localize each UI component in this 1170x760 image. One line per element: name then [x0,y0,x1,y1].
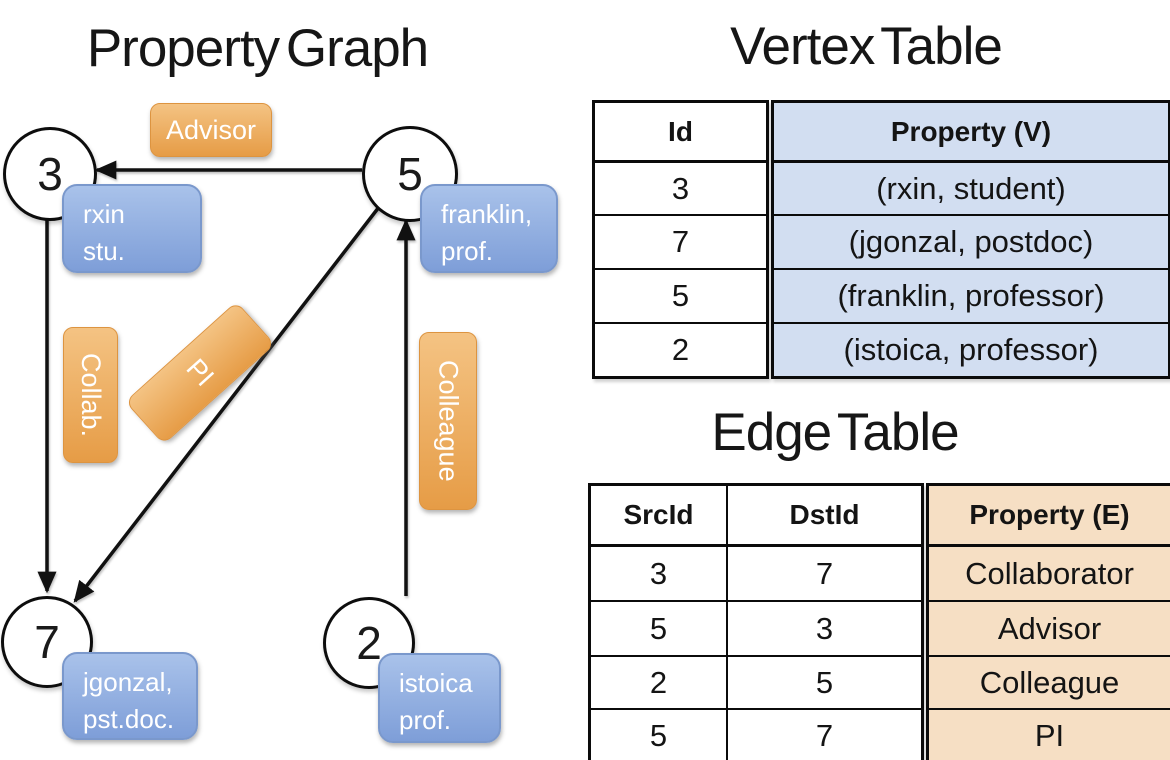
table-cell: Advisor [929,600,1170,655]
table-header-cell: Id [668,115,693,147]
property-graph-title: Property Graph [86,19,429,78]
vertex-property-box-jgonzal: jgonzal, pst.doc. [62,652,198,740]
table-cell: Collaborator [929,544,1170,600]
node-id-label: 2 [356,617,382,669]
node-id-label: 3 [37,148,63,200]
edge-label-text: PI [180,353,221,393]
table-header-cell: Property (V) [774,103,1168,160]
table-cell: 5 [726,655,921,708]
table-cell: 2 [591,655,726,708]
vertex-property-line: rxin [83,199,125,229]
table-cell: 3 [595,160,766,214]
edge-pi-5-to-7 [73,205,381,603]
vertex-table-id-column: Id 3 7 5 2 [592,100,769,379]
vertex-property-line: prof. [399,704,452,735]
edge-table-title: Edge Table [711,403,959,462]
vertex-property-line: prof. [441,235,494,266]
vertex-property-line: pst.doc. [83,703,175,734]
table-cell: Colleague [929,655,1170,708]
vertex-property-line: istoica [399,668,473,698]
vertex-property-box-franklin: franklin, prof. [420,184,558,273]
table-cell: 3 [591,544,726,600]
table-header-cell: Property (E) [929,486,1170,544]
graph-edges-svg [37,160,416,603]
table-cell: PI [929,708,1170,760]
vertex-table-property-column: Property (V) (rxin, student) (jgonzal, p… [771,100,1170,379]
table-cell: 7 [595,214,766,268]
edge-table-property-column: Property (E) Collaborator Advisor Collea… [926,483,1170,760]
vertex-property-line: franklin, [441,199,533,229]
edge-label-text: Colleague [433,360,464,482]
table-cell: 7 [726,708,921,760]
edge-label-text: Advisor [165,114,257,145]
table-cell: 5 [595,268,766,322]
vertex-property-box-rxin: rxin stu. [62,184,202,273]
edge-label-text: Collab. [76,352,106,438]
edge-label-collab: Collab. [63,327,118,463]
edge-table-id-columns: SrcId DstId 3 7 5 3 2 5 5 7 [588,483,924,760]
edge-label-colleague: Colleague [419,332,477,510]
table-cell: 5 [591,600,726,655]
edge-label-advisor: Advisor [150,103,272,157]
table-cell: 7 [726,544,921,600]
vertex-property-line: jgonzal, [83,667,173,697]
node-id-label: 7 [34,616,60,668]
vertex-property-box-istoica: istoica prof. [378,653,501,743]
vertex-property-line: stu. [83,235,125,266]
table-cell: 2 [595,322,766,376]
table-cell: 3 [726,600,921,655]
graph-node-2: 2 [323,597,415,689]
table-header-cell: DstId [726,486,921,544]
table-cell: 5 [591,708,726,760]
node-id-label: 5 [397,148,423,200]
table-cell: (franklin, professor) [774,268,1168,322]
vertex-table-title: Vertex Table [730,17,1003,76]
table-cell: (rxin, student) [774,160,1168,214]
table-cell: (jgonzal, postdoc) [774,214,1168,268]
table-header-cell: SrcId [623,499,694,530]
table-cell: (istoica, professor) [774,322,1168,376]
